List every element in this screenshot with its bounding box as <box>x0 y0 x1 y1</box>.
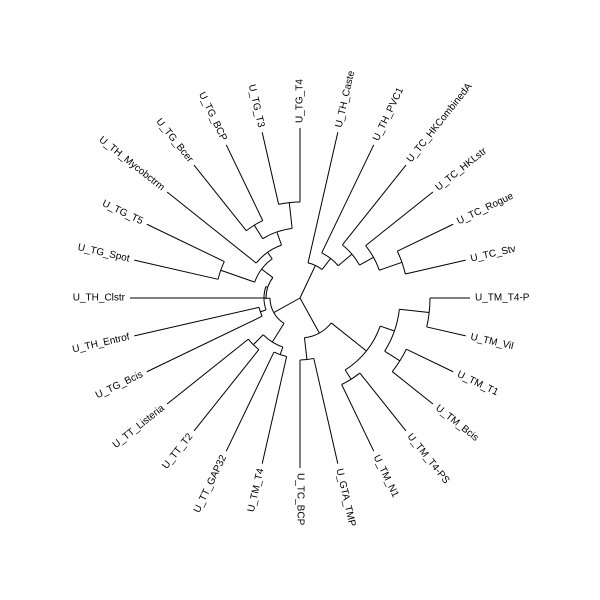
leaf-label: U_TG_Spot <box>77 242 131 265</box>
leaf-label: U_GTA_TMP <box>333 467 357 528</box>
internal-branch <box>267 252 273 260</box>
clade-arc <box>248 338 260 350</box>
leaf-label: U_TH_Mycobctrm <box>97 134 167 193</box>
internal-branch <box>308 265 316 279</box>
internal-branch <box>303 337 308 360</box>
leaf-branch <box>166 338 249 405</box>
clade-arc <box>273 351 287 357</box>
leaf-label: U_TM_T4 <box>246 467 267 513</box>
internal-branch <box>279 346 284 355</box>
leaf-branch <box>406 348 454 373</box>
internal-branch <box>288 202 293 229</box>
internal-branch <box>260 309 267 313</box>
leaf-label: U_TG_Bcis <box>94 369 145 401</box>
leaf-label: U_TH_Clstr <box>73 293 126 304</box>
leaf-label: U_TG_T3 <box>246 83 267 129</box>
leaf-branch <box>225 351 275 452</box>
leaf-label: U_TC_Stv <box>469 244 516 265</box>
leaf-branch <box>307 132 339 264</box>
internal-branch <box>299 277 310 299</box>
clade-arc <box>269 298 285 324</box>
leaf-branch <box>321 144 375 254</box>
leaf-label: U_TT_GAP32 <box>192 453 229 515</box>
internal-branch <box>380 325 395 332</box>
internal-branch <box>253 224 264 239</box>
leaf-branches <box>130 128 470 468</box>
leaf-label: U_TT_T2 <box>160 431 195 471</box>
clade-arc <box>344 325 381 371</box>
leaf-label: U_TM_T4-PS <box>405 431 452 486</box>
leaf-label: U_TC_HKLstr <box>433 145 489 193</box>
internal-branch <box>220 269 255 283</box>
leaf-branch <box>193 164 247 232</box>
internal-branch <box>344 369 352 380</box>
leaf-label: U_TG_BCP <box>196 90 229 143</box>
clade-arc <box>254 258 273 283</box>
leaf-branch <box>341 384 375 452</box>
internal-branch <box>271 323 285 343</box>
leaf-label: U_TM_Vil <box>469 332 514 352</box>
leaf-label: U_TG_T4 <box>295 79 306 123</box>
leaf-branch <box>261 132 280 205</box>
internal-branch <box>252 334 264 346</box>
leaf-branch <box>342 164 407 246</box>
leaf-label: U_TM_N1 <box>371 453 401 499</box>
internal-branch <box>399 308 430 314</box>
leaf-label: U_TM_T1 <box>455 369 500 398</box>
leaf-label: U_TM_Bcis <box>433 403 480 444</box>
leaf-branch <box>405 259 466 275</box>
leaf-branch <box>134 259 219 280</box>
leaf-branch <box>397 223 454 252</box>
leaf-branch <box>391 371 434 405</box>
internal-branch <box>276 231 282 246</box>
leaf-label: U_TC_HKCombinedA <box>405 81 475 165</box>
leaf-branch <box>261 356 288 464</box>
clade-arc <box>255 244 282 264</box>
tree-branches <box>217 201 431 385</box>
internal-branch <box>321 258 332 270</box>
leaf-branch <box>146 223 225 263</box>
internal-branch <box>299 297 320 334</box>
internal-branch <box>261 268 274 278</box>
internal-branch <box>379 261 403 271</box>
leaf-branch <box>359 372 407 432</box>
leaf-label: U_TH_Caste <box>334 69 358 128</box>
leaf-branch <box>313 358 339 464</box>
internal-branch <box>384 350 401 362</box>
leaf-branch <box>134 306 260 337</box>
leaf-branch <box>193 349 260 432</box>
leaf-branch <box>166 191 257 264</box>
clade-arc <box>384 309 400 352</box>
internal-branch <box>330 322 367 352</box>
internal-branch <box>359 256 374 266</box>
leaf-label: U_TH_Entrof <box>71 332 131 356</box>
leaf-branch <box>225 144 264 221</box>
leaf-branch <box>365 191 434 247</box>
leaf-label: U_TC_Rogue <box>455 191 515 228</box>
clade-arc <box>265 277 274 299</box>
clade-arc <box>262 227 293 240</box>
internal-branch <box>273 297 301 314</box>
internal-branch <box>337 253 353 267</box>
clade-arc <box>304 322 332 339</box>
leaf-branch <box>426 326 466 337</box>
leaf-label: U_TH_PVC1 <box>371 86 406 143</box>
leaf-label: U_TG_T5 <box>100 198 145 227</box>
leaf-label: U_TM_T4-P <box>475 293 530 304</box>
leaf-label: U_TG_Bcer <box>154 117 196 166</box>
leaf-label: U_TC_BCP <box>294 473 305 526</box>
leaf-branch <box>146 315 263 373</box>
leaf-label: U_TT_Listeria <box>111 403 167 451</box>
